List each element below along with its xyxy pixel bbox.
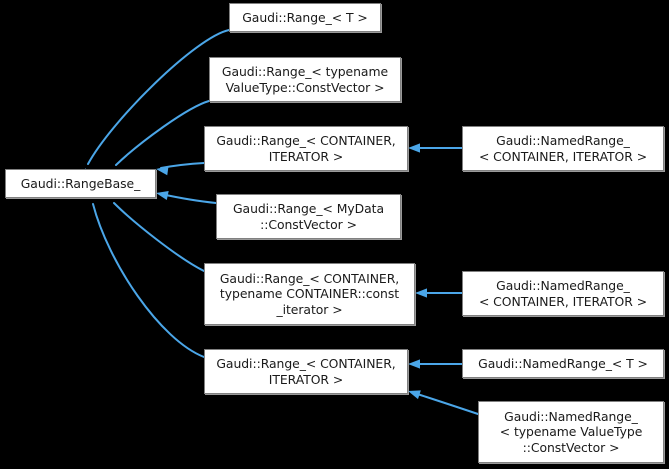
class-node-label: Gaudi::Range_< CONTAINER, ITERATOR > xyxy=(216,133,396,164)
class-node-named-range-container-iterator-1[interactable]: Gaudi::NamedRange_ < CONTAINER, ITERATOR… xyxy=(462,126,664,171)
class-node-label: Gaudi::RangeBase_ xyxy=(20,175,141,191)
inheritance-edge-range-valuetype-constvector>range-base xyxy=(115,100,210,166)
class-node-range-container-const-iterator[interactable]: Gaudi::Range_< CONTAINER, typename CONTA… xyxy=(204,263,415,325)
class-node-label: Gaudi::NamedRange_< T > xyxy=(478,355,648,371)
class-node-named-range-container-iterator-2[interactable]: Gaudi::NamedRange_ < CONTAINER, ITERATOR… xyxy=(462,271,664,316)
inheritance-arrowhead-range-container-iterator-1>range-base xyxy=(156,166,169,176)
inheritance-edge-named-range-valuetype-constvector>range-container-iterator-2 xyxy=(413,392,479,415)
inheritance-arrowhead-named-range-valuetype-constvector>range-container-iterator-2 xyxy=(408,390,421,400)
inheritance-edge-range-container-iterator-1>range-base xyxy=(160,162,205,169)
class-node-range-base[interactable]: Gaudi::RangeBase_ xyxy=(5,169,156,198)
class-node-label: Gaudi::NamedRange_ < CONTAINER, ITERATOR… xyxy=(478,278,648,309)
class-node-range-valuetype-constvector[interactable]: Gaudi::Range_< typename ValueType::Const… xyxy=(209,57,401,102)
inheritance-arrowhead-named-range-t>range-container-iterator-2 xyxy=(408,359,420,369)
class-node-label: Gaudi::NamedRange_ < typename ValueType … xyxy=(499,408,643,455)
class-node-label: Gaudi::NamedRange_ < CONTAINER, ITERATOR… xyxy=(478,133,648,164)
inheritance-edge-range-container-const-iterator>range-base xyxy=(113,202,205,272)
class-node-named-range-t[interactable]: Gaudi::NamedRange_< T > xyxy=(462,349,664,378)
inheritance-arrowhead-range-mydata-constvector>range-base xyxy=(156,190,169,200)
inheritance-edge-range-container-iterator-2>range-base xyxy=(92,203,205,358)
inheritance-edge-range-mydata-constvector>range-base xyxy=(160,193,217,204)
class-node-range-t[interactable]: Gaudi::Range_< T > xyxy=(229,3,381,32)
class-node-range-mydata-constvector[interactable]: Gaudi::Range_< MyData ::ConstVector > xyxy=(216,194,401,239)
class-node-label: Gaudi::Range_< MyData ::ConstVector > xyxy=(232,201,385,232)
class-node-range-container-iterator-2[interactable]: Gaudi::Range_< CONTAINER, ITERATOR > xyxy=(204,349,408,394)
class-node-label: Gaudi::Range_< typename ValueType::Const… xyxy=(221,64,389,95)
inheritance-arrowhead-named-range-container-iterator-1>range-container-iterator-1 xyxy=(408,143,420,153)
class-node-label: Gaudi::Range_< CONTAINER, typename CONTA… xyxy=(219,270,400,317)
class-node-label: Gaudi::Range_< CONTAINER, ITERATOR > xyxy=(216,356,396,387)
inheritance-arrowhead-named-range-container-iterator-2>range-container-const-iterator xyxy=(415,288,427,298)
class-node-label: Gaudi::Range_< T > xyxy=(242,9,368,25)
class-node-named-range-valuetype-constvector[interactable]: Gaudi::NamedRange_ < typename ValueType … xyxy=(478,401,664,463)
class-node-range-container-iterator-1[interactable]: Gaudi::Range_< CONTAINER, ITERATOR > xyxy=(204,126,408,171)
